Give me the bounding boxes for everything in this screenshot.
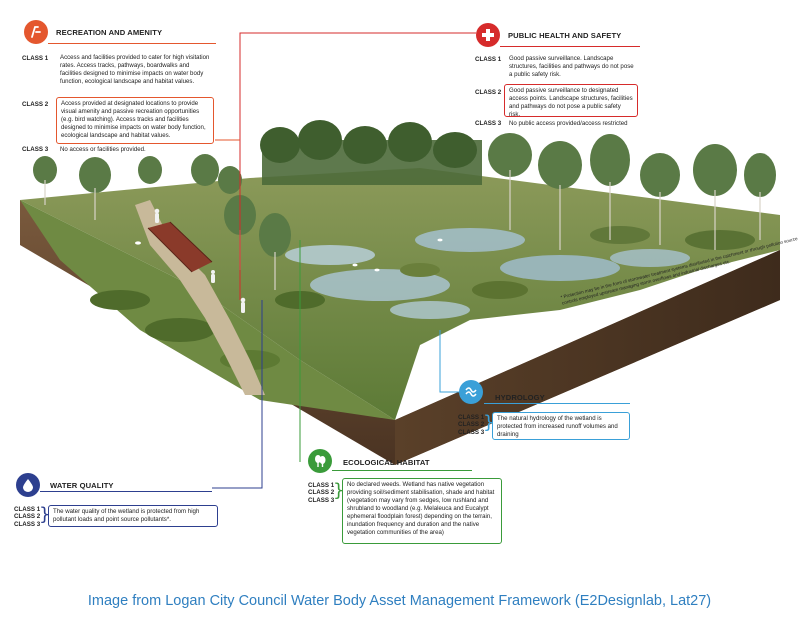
ecological-class3-label: CLASS 3 bbox=[308, 496, 335, 504]
tree-icon bbox=[308, 449, 332, 473]
public-health-title: PUBLIC HEALTH AND SAFETY bbox=[508, 31, 622, 40]
public-health-class1-text: Good passive surveillance. Landscape str… bbox=[509, 55, 634, 79]
water-quality-brace: } bbox=[39, 504, 51, 525]
public-health-class1-label: CLASS 1 bbox=[475, 56, 502, 63]
water-quality-divider bbox=[40, 491, 212, 492]
ecological-class-labels: CLASS 1 CLASS 2 CLASS 3 bbox=[308, 482, 334, 504]
image-caption: Image from Logan City Council Water Body… bbox=[87, 593, 712, 609]
ecological-class1-label: CLASS 1 bbox=[308, 482, 335, 489]
recreation-class1-label: CLASS 1 bbox=[22, 55, 49, 62]
recreation-class1-text: Access and facilities provided to cater … bbox=[60, 54, 210, 86]
water-quality-text-box: The water quality of the wetland is prot… bbox=[48, 505, 218, 527]
public-health-class3-label: CLASS 3 bbox=[475, 120, 502, 127]
tree-canopy bbox=[33, 120, 776, 290]
water-areas bbox=[285, 228, 690, 319]
ecological-brace: } bbox=[333, 480, 345, 501]
public-health-divider bbox=[500, 46, 640, 47]
public-health-class2-label: CLASS 2 bbox=[475, 89, 502, 96]
water-quality-class2-label: CLASS 2 bbox=[14, 513, 41, 521]
leader-lines bbox=[212, 32, 476, 489]
recreation-class3-text: No access or facilities provided. bbox=[60, 146, 146, 153]
public-health-class2-box: Good passive surveillance to designated … bbox=[504, 84, 638, 118]
public-health-class3-text: No public access provided/access restric… bbox=[509, 120, 628, 127]
hydrology-text-box: The natural hydrology of the wetland is … bbox=[492, 412, 630, 440]
hydrology-class-labels: CLASS 1 CLASS 2 CLASS 3 bbox=[458, 414, 484, 436]
hydrology-class1-label: CLASS 1 bbox=[458, 414, 485, 421]
water-quality-class-labels: CLASS 1 CLASS 2 CLASS 3 bbox=[14, 506, 40, 528]
ecological-divider bbox=[332, 470, 472, 471]
walking-path bbox=[135, 200, 265, 395]
water-quality-class1-label: CLASS 1 bbox=[14, 506, 41, 513]
boardwalk-bridge bbox=[147, 221, 213, 273]
hydrology-class3-label: CLASS 3 bbox=[458, 428, 485, 436]
recreation-divider bbox=[48, 43, 216, 44]
hydrology-icon bbox=[459, 380, 483, 404]
recreation-icon bbox=[24, 20, 48, 44]
ecological-title: ECOLOGICAL HABITAT bbox=[343, 458, 430, 467]
hydrology-title: HYDROLOGY bbox=[495, 393, 545, 402]
recreation-class2-box: Access provided at designated locations … bbox=[56, 97, 214, 144]
hydrology-class2-label: CLASS 2 bbox=[458, 421, 485, 429]
water-drop-icon bbox=[16, 473, 40, 497]
hydrology-divider bbox=[484, 403, 630, 404]
people-figures bbox=[154, 208, 246, 313]
hydrology-brace: } bbox=[483, 412, 495, 433]
water-quality-title: WATER QUALITY bbox=[50, 481, 114, 490]
first-aid-cross-icon bbox=[476, 23, 500, 47]
wading-birds bbox=[135, 238, 443, 272]
recreation-class2-label: CLASS 2 bbox=[22, 101, 49, 108]
ecological-class2-label: CLASS 2 bbox=[308, 489, 335, 497]
water-quality-class3-label: CLASS 3 bbox=[14, 520, 41, 528]
recreation-class3-label: CLASS 3 bbox=[22, 146, 49, 153]
recreation-title: RECREATION AND AMENITY bbox=[56, 28, 163, 37]
ecological-text-box: No declared weeds. Wetland has native ve… bbox=[342, 478, 502, 544]
